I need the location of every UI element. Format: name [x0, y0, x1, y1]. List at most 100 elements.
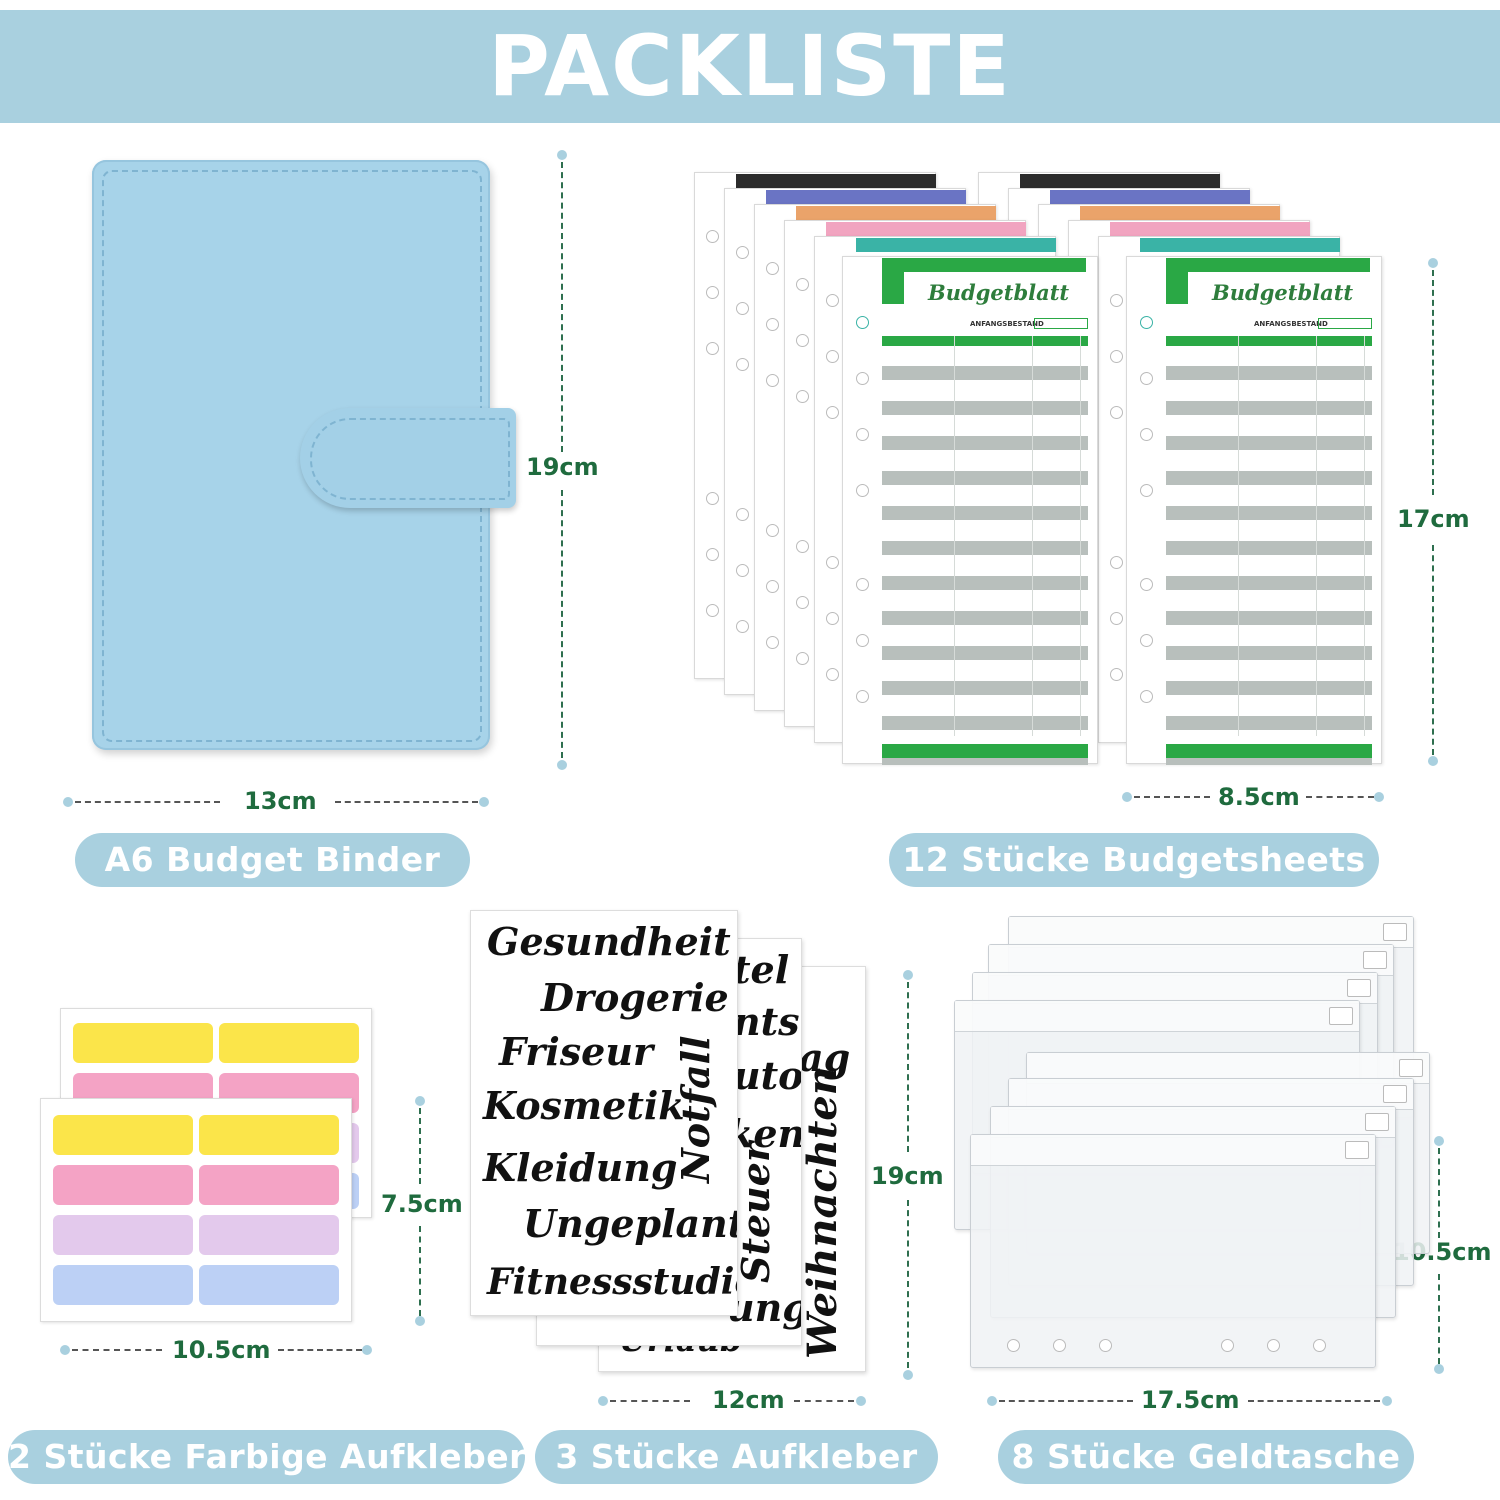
binder-height-label: 19cm — [526, 453, 599, 481]
punch-hole — [856, 428, 869, 441]
sheet-ribbon — [882, 258, 904, 304]
budget-sheet-title: Budgetblatt — [928, 280, 1070, 305]
day-circle — [1140, 316, 1153, 329]
table-row — [1166, 436, 1372, 450]
yellow-label — [73, 1023, 213, 1063]
punch-hole — [736, 302, 749, 315]
punch-hole — [826, 556, 839, 569]
sticker-word: ag — [799, 1035, 851, 1080]
envelope-zipper — [971, 1135, 1375, 1166]
punch-hole — [1140, 484, 1153, 497]
item-label-binder: A6 Budget Binder — [75, 833, 470, 887]
punch-hole — [1110, 668, 1123, 681]
dimension-line — [419, 1226, 421, 1316]
punch-hole — [1221, 1339, 1234, 1352]
table-row — [882, 681, 1088, 695]
zipper-pull — [1329, 1007, 1353, 1025]
envelope-zipper — [991, 1107, 1395, 1138]
yellow-label — [199, 1115, 339, 1155]
punch-hole — [796, 390, 809, 403]
dimension-endpoint — [1428, 756, 1438, 766]
table-row — [882, 576, 1088, 590]
punch-hole — [826, 668, 839, 681]
dimension-endpoint — [1434, 1364, 1444, 1374]
blue-label — [53, 1265, 193, 1305]
dimension-endpoint — [362, 1345, 372, 1355]
table-divider — [954, 336, 955, 736]
table-row — [882, 646, 1088, 660]
table-divider — [1080, 336, 1081, 736]
blue-label — [199, 1265, 339, 1305]
dimension-line — [419, 1108, 421, 1184]
punch-hole — [856, 634, 869, 647]
sheet-color-tab — [766, 190, 966, 204]
punch-hole — [796, 278, 809, 291]
punch-hole — [1110, 556, 1123, 569]
punch-hole — [766, 580, 779, 593]
balance-box — [1034, 318, 1088, 329]
table-row — [1166, 541, 1372, 555]
balance-box — [1318, 318, 1372, 329]
dimension-line — [561, 162, 563, 452]
dimension-line — [1432, 545, 1434, 755]
table-divider — [1238, 336, 1239, 736]
zipper-pull — [1383, 1085, 1407, 1103]
dimension-endpoint — [598, 1396, 608, 1406]
table-row — [882, 541, 1088, 555]
punch-hole — [1140, 578, 1153, 591]
punch-hole — [1140, 690, 1153, 703]
dimension-line — [1306, 796, 1374, 798]
dimension-endpoint — [1428, 258, 1438, 268]
sticker-word: Gesundheit — [487, 919, 731, 964]
dimension-endpoint — [415, 1316, 425, 1326]
dimension-endpoint — [415, 1096, 425, 1106]
punch-hole — [706, 548, 719, 561]
dimension-line — [561, 490, 563, 758]
dimension-line — [1438, 1148, 1440, 1238]
item-label-pouches: 8 Stücke Geldtasche — [998, 1430, 1414, 1484]
sheet-color-tab — [796, 206, 996, 220]
dimension-line — [1438, 1274, 1440, 1364]
dimension-endpoint — [557, 760, 567, 770]
punch-hole — [706, 604, 719, 617]
punch-hole — [1110, 612, 1123, 625]
table-divider — [1032, 336, 1033, 736]
sheet-color-tab — [882, 258, 1086, 272]
punch-hole — [1267, 1339, 1280, 1352]
punch-hole — [1053, 1339, 1066, 1352]
dimension-endpoint — [479, 797, 489, 807]
yellow-label — [219, 1023, 359, 1063]
table-header — [1166, 336, 1372, 346]
sticker-word: Notfall — [673, 1035, 718, 1183]
punch-hole — [826, 294, 839, 307]
dimension-line — [907, 982, 909, 1152]
sticker-word: Drogerie — [541, 975, 729, 1020]
zipper-pull — [1383, 923, 1407, 941]
punch-hole — [796, 540, 809, 553]
labels-height-label: 7.5cm — [381, 1190, 463, 1218]
pink-label — [199, 1165, 339, 1205]
table-header — [882, 336, 1088, 346]
sticker-word: Weihnachten — [799, 1066, 846, 1359]
envelope-zipper — [1009, 1079, 1413, 1110]
word-sticker-sheet-1: Gesundheit Drogerie Friseur Kosmetik Kle… — [470, 910, 738, 1316]
punch-hole — [766, 318, 779, 331]
punch-hole — [856, 578, 869, 591]
dimension-endpoint — [856, 1396, 866, 1406]
sticker-word: Ungeplant — [523, 1201, 738, 1246]
punch-hole — [736, 564, 749, 577]
table-row — [882, 716, 1088, 730]
punch-hole — [1110, 406, 1123, 419]
item-label-word-stickers: 3 Stücke Aufkleber — [535, 1430, 938, 1484]
punch-hole — [706, 286, 719, 299]
zipper-pull — [1363, 951, 1387, 969]
sheet-color-tab — [736, 174, 936, 188]
zipper-pull — [1347, 979, 1371, 997]
balance-label: ANFANGSBESTAND — [970, 320, 1044, 328]
dimension-endpoint — [60, 1345, 70, 1355]
zipper-pull — [1365, 1113, 1389, 1131]
day-circle — [856, 316, 869, 329]
sheet-color-tab — [1020, 174, 1220, 188]
table-divider — [1316, 336, 1317, 736]
punch-hole — [766, 374, 779, 387]
